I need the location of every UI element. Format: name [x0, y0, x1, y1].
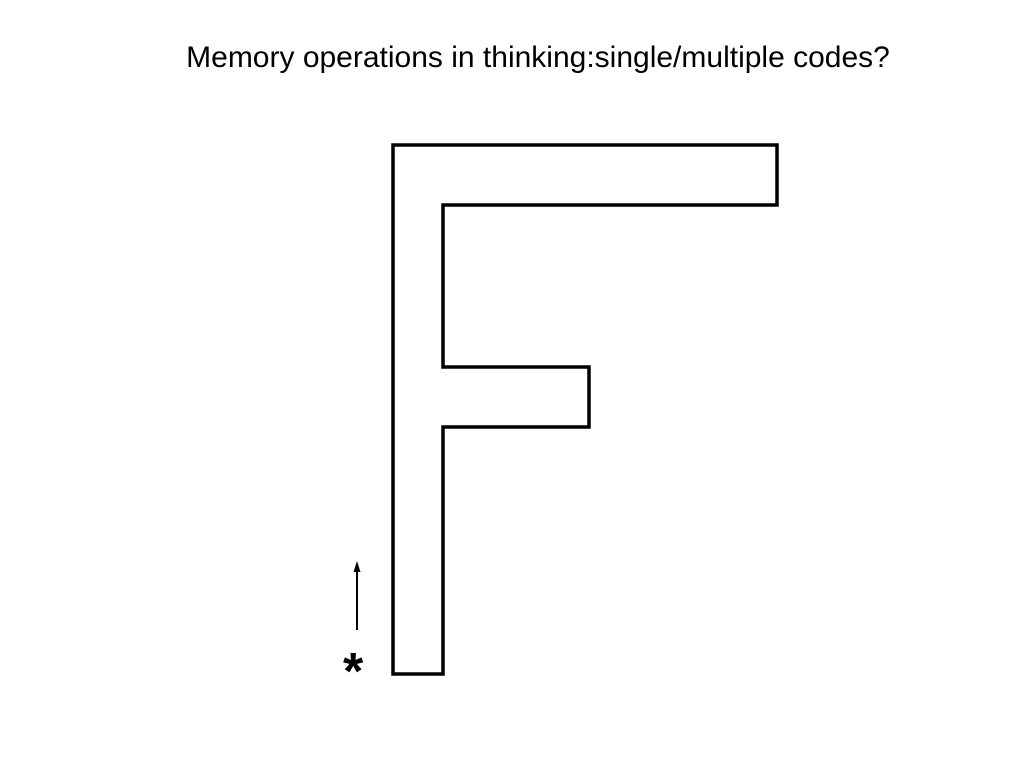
letter-f-outline: [391, 143, 779, 676]
start-marker: *: [343, 643, 364, 701]
up-arrow-icon: [353, 561, 361, 630]
slide-title: Memory operations in thinking:single/mul…: [186, 41, 890, 74]
